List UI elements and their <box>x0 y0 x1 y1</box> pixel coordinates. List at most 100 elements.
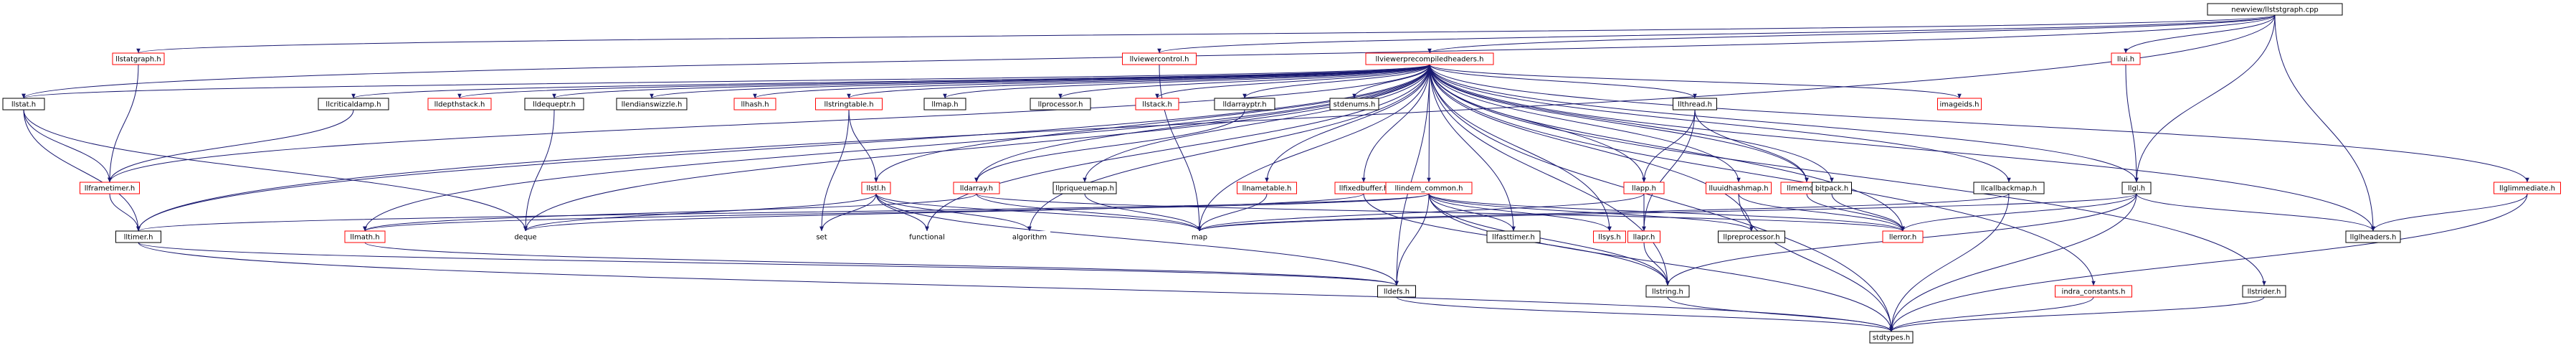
node-lldepthstack[interactable]: lldepthstack.h <box>427 98 492 110</box>
node-box <box>2345 230 2401 243</box>
edge-llgl-to-stdtypes <box>1889 193 2137 332</box>
node-llglimmediate[interactable]: llglimmediate.h <box>2494 182 2561 194</box>
node-llviewercontrol[interactable]: llviewercontrol.h <box>1122 52 1197 65</box>
edge-llstringtable-to-llstl <box>848 109 878 183</box>
edge-bitpack-to-llerror <box>1831 193 1905 232</box>
node-llprocessor[interactable]: llprocessor.h <box>1030 98 1091 110</box>
node-llstack[interactable]: llstack.h <box>1135 98 1179 110</box>
node-label: indra_constants.h <box>2062 288 2126 296</box>
edge-llviewerprecomp-to-llhash <box>753 64 1430 99</box>
edge-llstl-to-lldefs <box>875 193 1399 286</box>
node-llstat[interactable]: llstat.h <box>2 98 45 110</box>
node-box <box>1882 230 1924 243</box>
edge-lltimer-to-stdtypes <box>138 242 1893 332</box>
node-box <box>1718 230 1785 243</box>
node-llpriqueuemap[interactable]: llpriqueuemap.h <box>1052 182 1117 194</box>
node-label: llstringtable.h <box>824 101 873 109</box>
node-imageids[interactable]: imageids.h <box>1937 98 1982 110</box>
edge-llviewerprecomp-to-llglheaders <box>1429 64 2375 232</box>
node-box <box>1135 98 1179 110</box>
node-root[interactable]: newview/llststgraph.cpp <box>2207 3 2343 16</box>
node-label: llerror.h <box>1889 234 1916 242</box>
edge-llmath-to-lldefs <box>364 242 1399 286</box>
node-stdtypes[interactable]: stdtypes.h <box>1869 331 1914 344</box>
node-deque: deque <box>509 231 542 243</box>
node-bitpack[interactable]: bitpack.h <box>1812 182 1852 194</box>
node-lldefs[interactable]: lldefs.h <box>1377 285 1416 298</box>
edge-llviewerprecomp-to-imageids <box>1429 64 1962 99</box>
edge-llviewerprecomp-to-llpreprocessor <box>1429 64 1754 232</box>
edge-lldefs-to-stdtypes <box>1396 296 1893 332</box>
edge-llviewerprecomp-to-map <box>1197 64 1430 232</box>
node-llfixedbuffer[interactable]: llfixedbuffer.h <box>1334 182 1393 194</box>
node-llerror[interactable]: llerror.h <box>1882 230 1924 243</box>
node-label: llstack.h <box>1142 101 1172 109</box>
edge-llstring-to-stdtypes <box>1667 296 1893 332</box>
node-llframetimer[interactable]: llframetimer.h <box>80 182 140 194</box>
node-lldarray[interactable]: lldarray.h <box>953 182 1000 194</box>
node-llsys[interactable]: llsys.h <box>1593 230 1626 243</box>
node-llpreprocessor[interactable]: llpreprocessor.h <box>1718 230 1785 243</box>
node-llcallbackmap[interactable]: llcallbackmap.h <box>1973 182 2045 194</box>
edge-lldarrayptr-to-lldarray <box>974 109 1245 183</box>
node-llstatgraph[interactable]: llstatgraph.h <box>112 52 165 65</box>
node-llhash[interactable]: llhash.h <box>733 98 776 110</box>
node-llstringtable[interactable]: llstringtable.h <box>815 98 883 110</box>
node-llapr[interactable]: llapr.h <box>1627 230 1660 243</box>
node-box <box>1329 98 1379 110</box>
node-llmath[interactable]: llmath.h <box>344 230 386 243</box>
node-llendianswizzle[interactable]: llendianswizzle.h <box>616 98 688 110</box>
edge-llgl-to-map <box>1197 193 2137 232</box>
node-llstrider[interactable]: llstrider.h <box>2242 285 2286 298</box>
node-llmap[interactable]: llmap.h <box>923 98 966 110</box>
node-box <box>344 230 386 243</box>
node-label: llstat.h <box>11 101 36 109</box>
node-llcriticaldamp[interactable]: llcriticaldamp.h <box>318 98 389 110</box>
edge-llviewerprecomp-to-lldepthstack <box>457 64 1430 99</box>
edge-llglimmediate-to-llglheaders <box>2371 193 2528 232</box>
node-llfasttimer[interactable]: llfasttimer.h <box>1486 230 1541 243</box>
edge-llviewerprecomp-to-llapp <box>1429 64 1646 183</box>
edge-llviewerprecomp-to-stdenums <box>1352 64 1430 99</box>
node-label: llprocessor.h <box>1038 101 1083 109</box>
node-llgl[interactable]: llgl.h <box>2121 182 2152 194</box>
node-box <box>1593 230 1626 243</box>
node-lltimer[interactable]: lltimer.h <box>115 230 161 243</box>
node-label: lldarrayptr.h <box>1222 101 1266 109</box>
edge-lluuidhashmap-to-stdtypes <box>1738 193 1893 332</box>
node-box <box>2111 52 2141 65</box>
edge-llviewerprecomp-to-llsys <box>1429 64 1612 232</box>
node-llstl[interactable]: llstl.h <box>861 182 891 194</box>
node-lldequeptr[interactable]: lldequeptr.h <box>524 98 584 110</box>
node-indra-constants[interactable]: indra_constants.h <box>2055 285 2132 298</box>
node-label: llstrider.h <box>2248 288 2281 296</box>
node-lluuidhashmap[interactable]: lluuidhashmap.h <box>1706 182 1772 194</box>
edge-llcommon-to-llmath <box>363 193 1430 232</box>
node-map: map <box>1185 231 1214 243</box>
node-box <box>2055 285 2132 298</box>
edge-llviewerprecomp-to-llpriqueuemap <box>1083 64 1430 183</box>
node-lldarrayptr[interactable]: lldarrayptr.h <box>1214 98 1275 110</box>
node-label: llsys.h <box>1598 234 1620 242</box>
edge-llviewerprecomp-to-llstat <box>22 64 1430 99</box>
node-box <box>810 231 833 243</box>
node-llglheaders[interactable]: llglheaders.h <box>2345 230 2401 243</box>
node-box <box>616 98 688 110</box>
node-llviewerprecomp[interactable]: llviewerprecompiledheaders.h <box>1365 52 1494 65</box>
node-box <box>1673 98 1717 110</box>
node-stdenums[interactable]: stdenums.h <box>1329 98 1379 110</box>
node-llstring[interactable]: llstring.h <box>1645 285 1690 298</box>
edge-root-to-llgl <box>2134 14 2276 183</box>
edge-llpriqueuemap-to-map <box>1084 193 1202 232</box>
node-label: llviewerprecompiledheaders.h <box>1376 56 1484 64</box>
edge-root-to-llglheaders <box>2274 14 2375 232</box>
edge-llcommon-to-lldefs <box>1394 193 1430 286</box>
node-llnametable[interactable]: llnametable.h <box>1237 182 1297 194</box>
node-llapp[interactable]: llapp.h <box>1623 182 1665 194</box>
node-llui[interactable]: llui.h <box>2111 52 2141 65</box>
node-llcommon[interactable]: llindem_common.h <box>1385 182 1473 194</box>
node-label: llmemory.h <box>1787 185 1826 193</box>
node-llthread[interactable]: llthread.h <box>1673 98 1717 110</box>
node-box <box>1185 231 1214 243</box>
edge-llui-to-llgl <box>2125 64 2139 183</box>
